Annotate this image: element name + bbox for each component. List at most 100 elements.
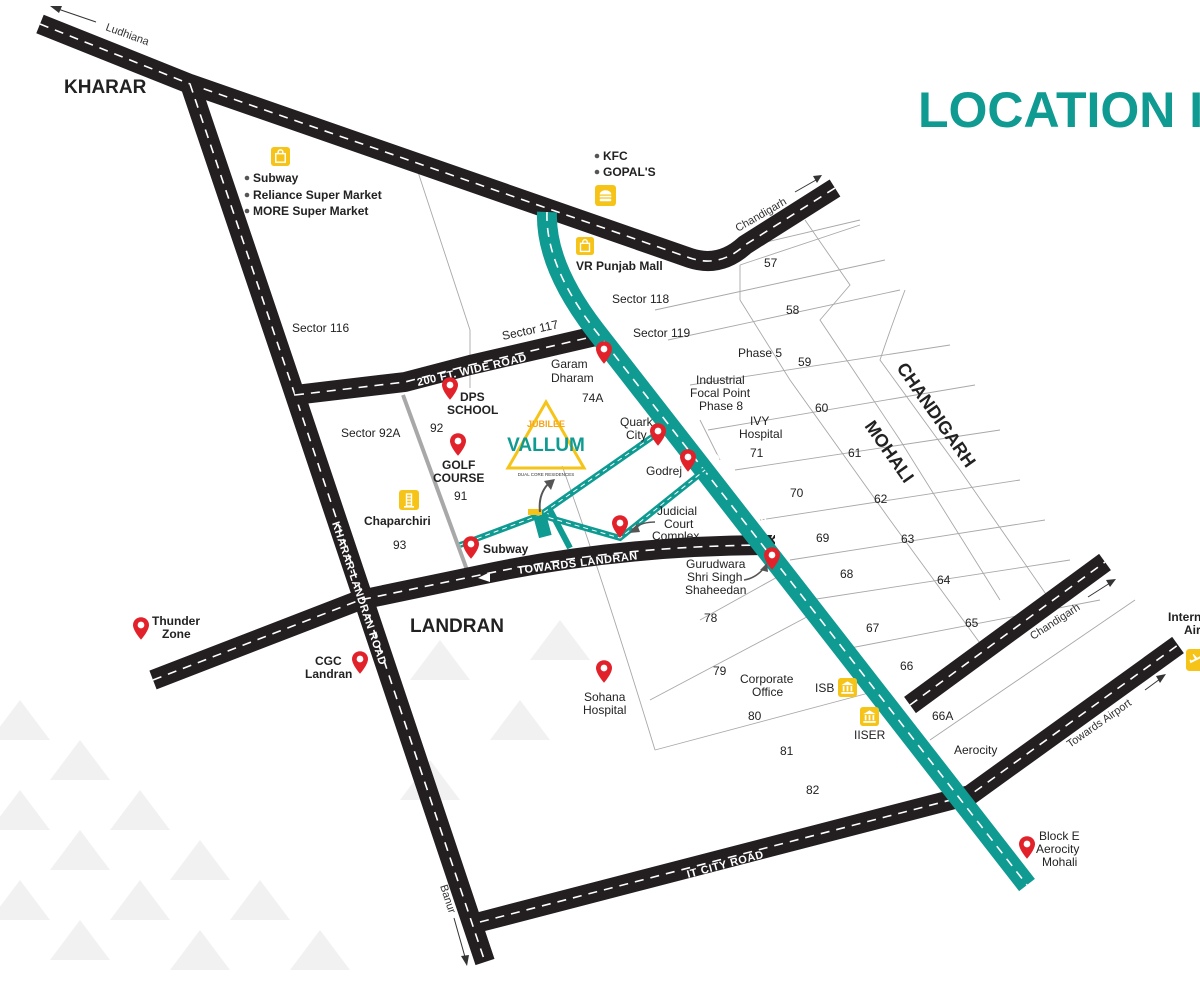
svg-text:70: 70 xyxy=(790,486,804,500)
vr-punjab-mall[interactable]: VR Punjab Mall xyxy=(576,237,663,273)
svg-text:Sohana: Sohana xyxy=(584,690,626,704)
logo-brand-top: JUBILEE xyxy=(527,419,565,429)
svg-text:74A: 74A xyxy=(582,391,603,405)
svg-text:Shaheedan: Shaheedan xyxy=(685,583,746,597)
svg-text:Aerocity: Aerocity xyxy=(954,743,997,757)
pin-golf-course[interactable]: GOLF COURSE xyxy=(433,433,484,485)
page-title: LOCATION I xyxy=(918,82,1200,138)
pin-subway[interactable]: Subway xyxy=(463,536,529,559)
location-pin-icon xyxy=(442,377,458,400)
location-pin-icon xyxy=(450,433,466,456)
svg-text:Complex: Complex xyxy=(652,529,699,543)
airplane-icon xyxy=(1186,649,1200,671)
svg-text:DPS: DPS xyxy=(460,390,485,404)
svg-text:Sector 119: Sector 119 xyxy=(633,326,690,340)
svg-text:67: 67 xyxy=(866,621,880,635)
international-airport[interactable]: Intern Air xyxy=(1168,610,1200,671)
location-pin-icon xyxy=(133,617,149,640)
svg-text:GOPAL'S: GOPAL'S xyxy=(603,165,656,179)
road-kharar-chandigarh xyxy=(36,14,841,271)
svg-text:Subway: Subway xyxy=(253,171,299,185)
city-landran: LANDRAN xyxy=(410,616,504,637)
svg-text:Air: Air xyxy=(1184,623,1200,637)
svg-text:79: 79 xyxy=(713,664,727,678)
svg-text:Sector 116: Sector 116 xyxy=(292,321,349,335)
svg-text:Thunder: Thunder xyxy=(152,614,200,628)
chaparchiri[interactable]: Chaparchiri xyxy=(364,490,431,528)
logo-tagline: DUAL CORE RESIDENCES xyxy=(518,472,575,477)
svg-text:IISER: IISER xyxy=(854,728,886,742)
arrow-left-icon xyxy=(478,572,490,582)
svg-text:IVY: IVY xyxy=(750,414,769,428)
main-roads xyxy=(36,14,1184,966)
svg-text:62: 62 xyxy=(874,492,888,506)
svg-text:MORE Super Market: MORE Super Market xyxy=(253,204,368,218)
isb[interactable]: ISB xyxy=(815,678,857,697)
pin-block-e-aerocity[interactable]: Block E Aerocity Mohali xyxy=(1019,829,1080,869)
svg-text:93: 93 xyxy=(393,538,407,552)
svg-text:Sector 118: Sector 118 xyxy=(612,292,669,306)
svg-text:Garam: Garam xyxy=(551,357,588,371)
svg-text:Landran: Landran xyxy=(305,667,352,681)
shopping-bag-icon xyxy=(576,237,594,255)
svg-text:Godrej: Godrej xyxy=(646,464,682,478)
svg-text:KFC: KFC xyxy=(603,149,628,163)
minor-roads xyxy=(417,171,1136,751)
shopping-list: Subway Reliance Super Market MORE Super … xyxy=(244,147,382,218)
svg-text:City: City xyxy=(626,428,647,442)
svg-text:63: 63 xyxy=(901,532,915,546)
svg-text:Dharam: Dharam xyxy=(551,371,594,385)
svg-text:66A: 66A xyxy=(932,709,953,723)
airport-road xyxy=(536,211,1035,892)
pin-garam-dharam[interactable]: Garam Dharam xyxy=(551,341,612,385)
svg-text:Chaparchiri: Chaparchiri xyxy=(364,514,431,528)
shopping-bag-icon xyxy=(271,147,290,166)
svg-text:Office: Office xyxy=(752,685,783,699)
svg-text:Subway: Subway xyxy=(483,542,529,556)
svg-text:Court: Court xyxy=(664,517,694,531)
svg-text:Quark: Quark xyxy=(620,415,654,429)
pin-godrej[interactable]: Godrej xyxy=(646,449,696,478)
institution-icon xyxy=(860,707,879,726)
sector-labels: Sector 116 Sector 117 Sector 118 Sector … xyxy=(292,256,979,797)
svg-text:61: 61 xyxy=(848,446,862,460)
svg-text:Zone: Zone xyxy=(162,627,191,641)
svg-text:SCHOOL: SCHOOL xyxy=(447,403,498,417)
svg-text:Block E: Block E xyxy=(1039,829,1080,843)
svg-text:Mohali: Mohali xyxy=(1042,855,1077,869)
industrial-focal-point: Industrial Focal Point Phase 8 xyxy=(690,373,751,413)
institution-icon xyxy=(838,678,857,697)
svg-text:71: 71 xyxy=(750,446,764,460)
food-list: KFC GOPAL'S xyxy=(594,149,656,206)
svg-text:COURSE: COURSE xyxy=(433,471,484,485)
svg-text:GOLF: GOLF xyxy=(442,458,475,472)
svg-text:Gurudwara: Gurudwara xyxy=(686,557,746,571)
ivy-hospital: IVY Hospital xyxy=(739,414,782,441)
pin-dps-school[interactable]: DPS SCHOOL xyxy=(442,377,498,417)
city-kharar: KHARAR xyxy=(64,77,147,98)
svg-text:66: 66 xyxy=(900,659,914,673)
project-site-marker[interactable] xyxy=(533,513,552,539)
pin-thunder-zone[interactable]: Thunder Zone xyxy=(133,614,200,641)
svg-text:78: 78 xyxy=(704,611,718,625)
pin-judicial-court[interactable]: Judicial Court Complex xyxy=(612,504,699,543)
svg-text:57: 57 xyxy=(764,256,778,270)
jubilee-vallum-logo[interactable]: JUBILEE VALLUM DUAL CORE RESIDENCES xyxy=(505,398,587,477)
pin-sohana-hospital[interactable]: Sohana Hospital xyxy=(583,660,626,717)
svg-text:CGC: CGC xyxy=(315,654,342,668)
svg-text:Focal Point: Focal Point xyxy=(690,386,751,400)
svg-text:92: 92 xyxy=(430,421,444,435)
iiser[interactable]: IISER xyxy=(854,707,886,742)
svg-text:91: 91 xyxy=(454,489,468,503)
logo-brand-main: VALLUM xyxy=(507,435,585,456)
svg-text:65: 65 xyxy=(965,616,979,630)
svg-text:Shri Singh: Shri Singh xyxy=(687,570,742,584)
svg-text:64: 64 xyxy=(937,573,951,587)
minor-road-sector-92a xyxy=(401,394,469,571)
pin-gurudwara[interactable]: Gurudwara Shri Singh Shaheedan xyxy=(685,547,780,597)
pin-quark-city[interactable]: Quark City xyxy=(620,415,666,446)
pin-cgc-landran[interactable]: CGC Landran xyxy=(305,651,368,681)
svg-text:Hospital: Hospital xyxy=(739,427,782,441)
svg-text:Reliance Super Market: Reliance Super Market xyxy=(253,188,382,202)
